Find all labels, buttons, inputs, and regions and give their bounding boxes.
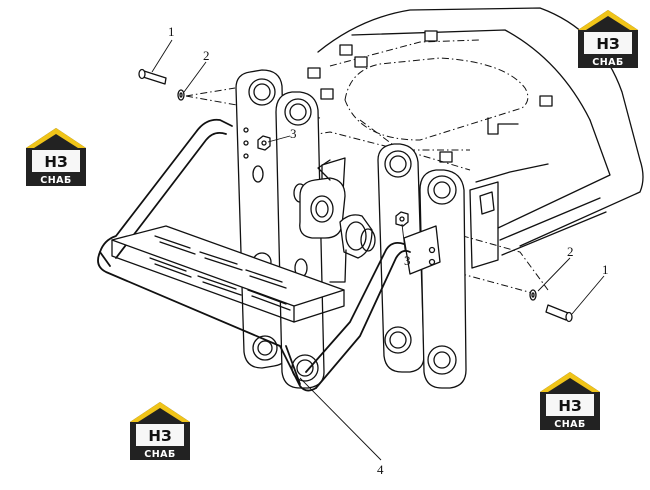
body-block [307, 30, 553, 163]
callout-step: 4 [377, 462, 384, 477]
svg-text:СНАБ: СНАБ [40, 175, 72, 186]
right-front-plate [403, 169, 467, 389]
logo-left: НЗ СНАБ [26, 128, 86, 186]
callout-right-washer: 2 [567, 244, 574, 259]
callout-left-washer: 2 [203, 48, 210, 63]
svg-text:НЗ: НЗ [44, 153, 67, 171]
left-bolt [138, 68, 167, 85]
logo-bottom-right: НЗ СНАБ [540, 372, 600, 430]
callout-left-bolt: 1 [168, 24, 175, 39]
left-washer [177, 89, 185, 101]
logo-top-right: НЗ СНАБ [578, 10, 638, 68]
svg-text:СНАБ: СНАБ [592, 57, 624, 68]
right-bolt [545, 304, 573, 323]
svg-text:НЗ: НЗ [596, 35, 619, 53]
right-rear-plate [360, 143, 425, 373]
svg-text:СНАБ: СНАБ [144, 449, 176, 460]
hinge-linkage [299, 157, 373, 283]
leader-lines [151, 39, 605, 461]
tread-slot [149, 235, 291, 311]
svg-text:СНАБ: СНАБ [554, 419, 586, 430]
svg-text:НЗ: НЗ [148, 427, 171, 445]
callout-right-nut: 3 [404, 253, 411, 268]
left-front-plate [275, 91, 325, 389]
callout-right-bolt: 1 [602, 262, 609, 277]
right-washer [529, 289, 537, 301]
callout-left-nut: 3 [290, 126, 297, 141]
callout-labels: 1 2 3 3 2 1 4 [168, 24, 609, 477]
step-assembly [97, 118, 411, 392]
logo-bottom-left: НЗ СНАБ [130, 402, 190, 460]
svg-text:НЗ: НЗ [558, 397, 581, 415]
left-nut [257, 135, 271, 151]
right-nut [395, 211, 409, 227]
